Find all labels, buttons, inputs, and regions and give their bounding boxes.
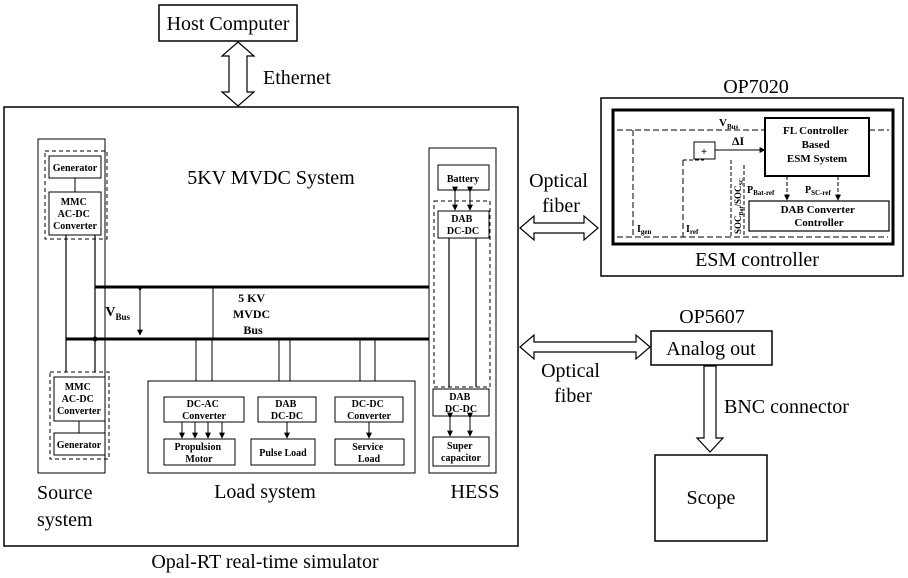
source-system-caption: Source system [37,482,98,531]
generator-bottom-box [53,432,106,456]
scope-label: Scope [687,487,736,509]
load-dcdc-converter-box [334,396,404,423]
mmc-top-box [48,191,102,236]
host-computer-label: Host Computer [167,13,290,35]
host-computer-box [158,4,298,42]
bus-junction-dot [92,336,98,342]
source-top-dashed-group [44,150,108,240]
service-load-box [334,438,405,466]
fl-controller-box [764,117,870,177]
source-bottom-dashed-group [49,371,110,460]
fl-controller-label: FL Controller Based ESM System [783,125,851,165]
propulsion-motor-box [163,438,236,466]
load-dcdc-converter-label: DC-DC Converter [347,399,391,422]
optical-fiber-label-bottom: Optical fiber [541,360,605,407]
supercapacitor-box [432,436,490,467]
optical-fiber-arrow-bottom [519,333,651,361]
analog-out-box [650,330,773,366]
esm-vbus-label: VBus [719,117,739,131]
op5607-title: OP5607 [679,306,745,328]
service-load-label: Service Load [352,442,386,465]
pbat-ref-label: PBat-ref [747,185,775,197]
psc-ref-label: PSC-ref [805,185,831,197]
hess-dab-bottom-label: DAB DC-DC [445,392,477,415]
load-dab-label: DAB DC-DC [271,399,303,422]
hess-caption: HESS [451,481,500,503]
igen-label: Igen [637,224,652,236]
mvdc-system-title: 5KV MVDC System [187,167,355,189]
pulse-load-box [250,438,316,466]
hess-dab-bottom-box [432,388,490,417]
generator-top-label: Generator [53,163,98,174]
dcac-converter-label: DC-AC Converter [182,399,226,422]
ethernet-label: Ethernet [263,67,331,89]
hess-box [428,147,497,474]
scope-box [654,454,768,542]
mmc-bottom-label: MMC AC-DC Converter [57,382,101,417]
optical-fiber-arrow-top [519,214,599,242]
battery-label: Battery [447,174,479,185]
soc-bat-sc-label: SOCBat/SOCSC [733,178,745,234]
summing-junction-symbol: + [701,146,707,158]
optical-fiber-label-top: Optical fiber [529,170,593,217]
hess-dab-top-label: DAB DC-DC [447,214,479,237]
load-system-caption: Load system [214,481,316,503]
mvdc-bus-label: 5 KV MVDC Bus [233,291,273,337]
delta-i-label: ΔI [732,134,745,148]
dab-converter-controller-box [748,200,890,232]
iref-label: Iref [686,224,699,236]
simulator-caption: Opal-RT real-time simulator [151,551,379,573]
supercapacitor-label: Super capacitor [441,441,482,464]
mmc-top-label: MMC AC-DC Converter [53,197,97,232]
bnc-connector-label: BNC connector [724,396,849,418]
dab-converter-controller-label: DAB Converter Controller [781,204,858,229]
esm-controller-caption: ESM controller [695,249,819,271]
analog-out-label: Analog out [666,338,756,360]
ethernet-arrow [220,41,256,107]
hess-dashed-group [433,200,491,388]
vbus-label: VBus [105,305,130,322]
dcac-converter-box [163,396,245,423]
hess-dab-top-box [437,210,490,239]
generator-bottom-label: Generator [57,440,102,451]
bnc-arrow [695,365,725,453]
op7020-title: OP7020 [723,76,789,98]
battery-box [437,164,490,191]
load-dab-box [257,396,317,423]
propulsion-motor-label: Propulsion Motor [175,442,224,465]
pulse-load-label: Pulse Load [259,448,307,459]
